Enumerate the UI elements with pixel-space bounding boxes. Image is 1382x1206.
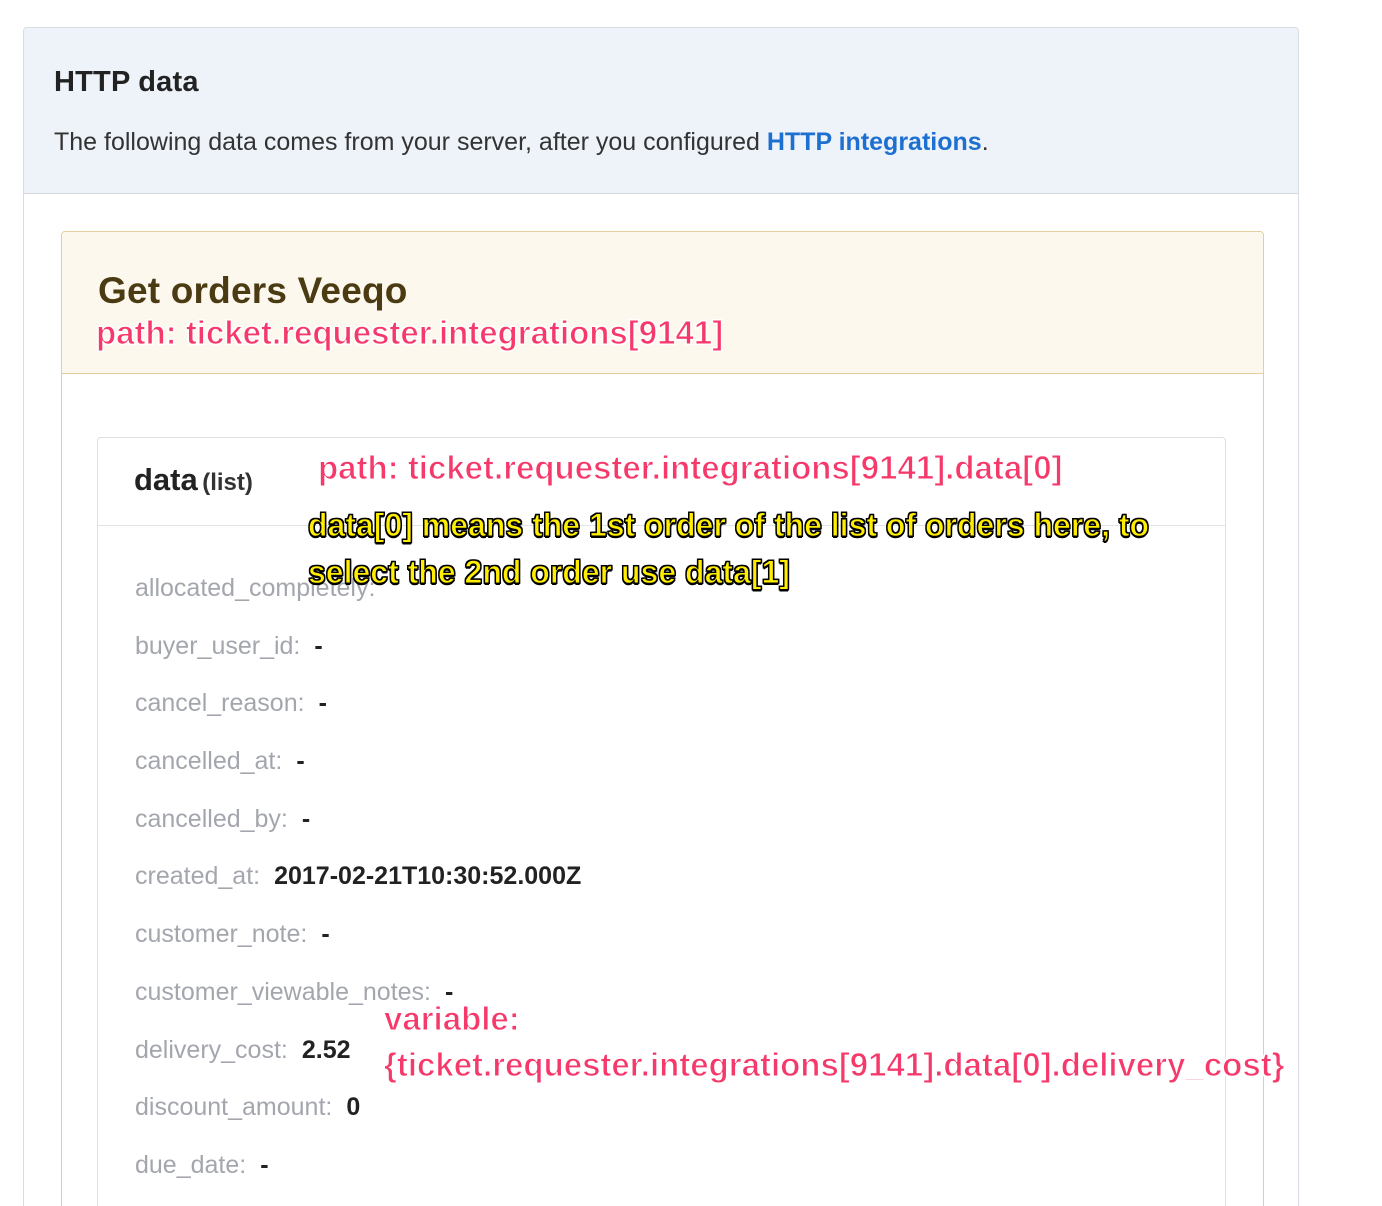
field-key: due_date: <box>135 1150 247 1179</box>
field-value: - <box>314 631 323 660</box>
field-key: customer_viewable_notes: <box>135 977 431 1006</box>
field-value: - <box>318 689 327 718</box>
data-field-row: discount_amount: 0 <box>135 1093 581 1151</box>
field-value: 0 <box>346 1093 361 1122</box>
annotation-variable-label: variable: <box>384 1000 521 1038</box>
data-title: data <box>134 462 198 497</box>
panel-description-text: The following data comes from your serve… <box>54 128 767 156</box>
field-key: delivery_cost: <box>135 1035 288 1064</box>
annotation-note-line2: select the 2nd order use data[1] <box>308 554 791 591</box>
field-key: created_at: <box>135 862 261 891</box>
data-fields-list: allocated_completely: buyer_user_id:- ca… <box>135 574 581 1206</box>
http-data-panel: HTTP data The following data comes from … <box>23 27 1299 1206</box>
field-key: cancel_reason: <box>135 689 305 718</box>
panel-title: HTTP data <box>54 66 199 98</box>
data-list-card: data (list) allocated_completely: buyer_… <box>97 437 1226 1206</box>
annotation-data-path: path: ticket.requester.integrations[9141… <box>318 449 1064 487</box>
field-value: - <box>301 804 311 833</box>
field-key: cancelled_by: <box>135 804 288 833</box>
annotation-variable-value: {ticket.requester.integrations[9141].dat… <box>384 1046 1286 1084</box>
data-field-row: allocated_completely: <box>135 574 581 632</box>
panel-description: The following data comes from your serve… <box>54 128 1298 157</box>
panel-description-suffix: . <box>981 128 989 156</box>
data-field-row: cancelled_at:- <box>135 747 581 805</box>
data-card-header: data (list) <box>98 438 1225 526</box>
field-value: - <box>321 920 330 949</box>
data-field-row: delivery_cost: 2.52 <box>135 1036 581 1094</box>
integration-title: Get orders Veeqo <box>98 270 408 311</box>
data-field-row: due_date:- <box>135 1151 581 1206</box>
integration-header: Get orders Veeqo <box>62 232 1263 374</box>
data-field-row: created_at: 2017-02-21T10:30:52.000Z <box>135 862 581 920</box>
data-field-row: buyer_user_id:- <box>135 632 581 690</box>
field-value: - <box>445 977 454 1006</box>
http-data-header: HTTP data The following data comes from … <box>24 28 1298 194</box>
data-field-row: customer_note:- <box>135 920 581 978</box>
annotation-integration-path: path: ticket.requester.integrations[9141… <box>95 314 724 352</box>
field-key: customer_note: <box>135 920 308 949</box>
field-value: 2.52 <box>301 1035 351 1064</box>
http-integrations-link[interactable]: HTTP integrations <box>766 128 982 156</box>
field-value: - <box>260 1150 269 1179</box>
field-key: discount_amount: <box>135 1093 333 1122</box>
integration-card: Get orders Veeqo data (list) allocated_c… <box>61 231 1264 1206</box>
field-key: cancelled_at: <box>135 747 283 776</box>
data-field-row: cancel_reason:- <box>135 689 581 747</box>
data-field-row: cancelled_by:- <box>135 805 581 863</box>
field-value: - <box>296 747 305 776</box>
field-value: 2017-02-21T10:30:52.000Z <box>274 862 582 891</box>
annotation-note-line1: data[0] means the 1st order of the list … <box>307 507 1150 544</box>
data-field-row: customer_viewable_notes:- <box>135 978 581 1036</box>
data-type-label: (list) <box>202 469 253 496</box>
field-key: buyer_user_id: <box>135 631 301 660</box>
field-key: allocated_completely: <box>135 574 376 602</box>
